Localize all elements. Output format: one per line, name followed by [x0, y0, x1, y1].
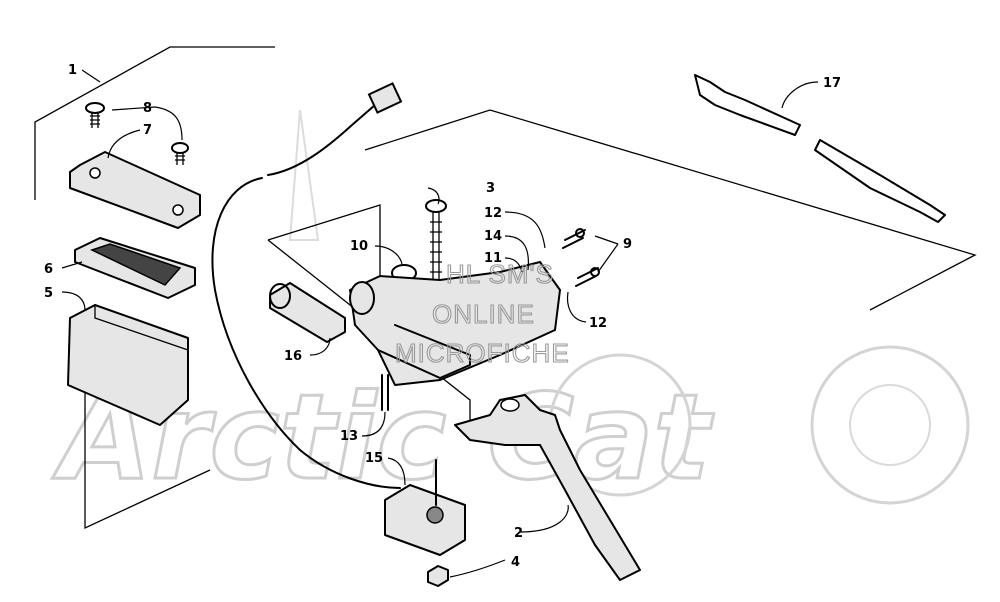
leader-2: [519, 504, 569, 533]
screw-thread-left: [90, 112, 100, 128]
cylinder-mount: [377, 324, 471, 379]
callout-10: 10: [350, 239, 368, 254]
leader-13: [361, 411, 386, 437]
callout-12-upper: 12: [484, 206, 502, 221]
leader-10: [374, 245, 403, 265]
leader-8: [154, 106, 183, 141]
callout-16: 16: [284, 349, 302, 364]
part-8-screws: [85, 102, 189, 165]
leader-5: [61, 291, 86, 311]
leader-7: [107, 129, 141, 159]
watermark-spire: [288, 109, 320, 241]
hose-connector: [367, 82, 403, 114]
part-13-screw: [381, 374, 389, 411]
diaphragm-center: [90, 243, 182, 286]
part-9-screw-b: [575, 267, 599, 287]
callout-labels: 1 2 3 4 5 6 7 8 9 10 11 12 12 13 14 15 1…: [44, 63, 841, 570]
watermark-line-2: ONLINE: [432, 299, 535, 329]
bolt-thread: [430, 212, 442, 280]
callout-5: 5: [44, 286, 53, 301]
part-3-bolt-head: [425, 199, 447, 213]
callout-12-lower: 12: [589, 316, 607, 331]
watermark-text: HL SM'S ONLINE MICROFICHE: [394, 258, 570, 368]
leader-1: [81, 69, 101, 83]
callout-15: 15: [365, 451, 383, 466]
part-4-nut: [427, 565, 449, 587]
part-16-brake-switch: [269, 282, 346, 343]
callout-11: 11: [484, 251, 502, 266]
watermark-line-1: HL SM'S: [446, 259, 554, 289]
part-15-clamp: [384, 484, 466, 556]
callout-14: 14: [484, 229, 502, 244]
lever-pivot-hole: [500, 398, 520, 412]
screw-head-left: [85, 102, 105, 114]
leader-11: [504, 257, 523, 273]
clamp-hole: [426, 506, 444, 524]
brake-hose-upper: [267, 104, 376, 176]
part-9-screw-a: [562, 229, 586, 249]
screw-9b-head: [590, 267, 600, 277]
leader-16: [309, 337, 331, 356]
watermark-line-3: MICROFICHE: [395, 338, 570, 368]
cap-hole-right: [172, 204, 184, 216]
brake-hose: [211, 177, 401, 489]
callout-1: 1: [68, 63, 77, 78]
frame-top-right: [364, 109, 977, 311]
screw-9a-head: [575, 228, 585, 238]
leader-12a: [504, 211, 546, 249]
callout-9: 9: [623, 237, 632, 252]
watermark-wheel-rear: [810, 345, 970, 505]
callout-8: 8: [143, 101, 152, 116]
callout-7: 7: [143, 123, 152, 138]
watermark-wheel-hub: [849, 384, 931, 466]
part-7-reservoir-cap: [69, 151, 201, 229]
callout-2: 2: [514, 526, 523, 541]
reservoir-rim: [94, 305, 189, 351]
leader-12b: [566, 291, 587, 323]
screw-head-right: [171, 142, 189, 154]
callout-13: 13: [340, 429, 358, 444]
leader-9: [594, 235, 619, 273]
switch-end: [269, 283, 291, 309]
leader-8b: [111, 106, 156, 111]
callout-4: 4: [511, 555, 520, 570]
bracket-top-left: [34, 46, 275, 200]
leader-lines: [61, 69, 819, 578]
cap-hole-left: [89, 167, 101, 179]
leader-14: [504, 235, 530, 271]
callout-3: 3: [486, 181, 495, 196]
screw-thread-right: [175, 152, 185, 165]
leader-15: [387, 457, 406, 486]
cylinder-bore: [349, 281, 375, 315]
part-2-brake-lever: [454, 394, 641, 581]
leader-17: [781, 81, 819, 109]
callout-6: 6: [44, 262, 53, 277]
leader-4: [449, 559, 506, 578]
part-17-cable-end-lower: [814, 139, 946, 223]
callout-17: 17: [823, 76, 841, 91]
leader-6: [61, 261, 83, 269]
leader-3: [427, 187, 440, 205]
part-17-cable-end-upper: [694, 74, 801, 136]
